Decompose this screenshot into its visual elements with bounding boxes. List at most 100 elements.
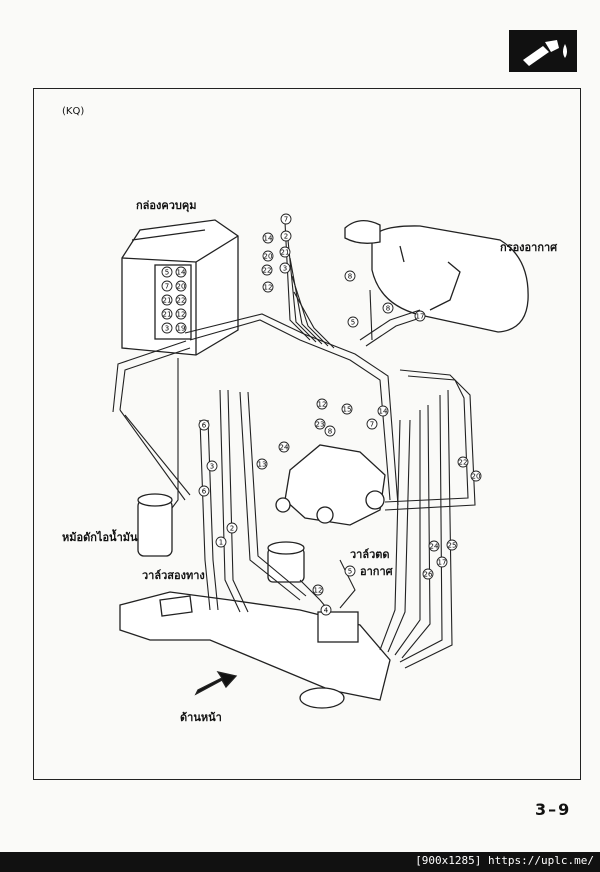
svg-text:3: 3 xyxy=(283,265,287,273)
port-8: 12 xyxy=(175,308,187,320)
hose-number-8: 8 xyxy=(344,270,356,282)
svg-text:22: 22 xyxy=(263,267,272,275)
two-way-valve-label: วาล์วสองทาง xyxy=(142,569,205,582)
svg-text:22: 22 xyxy=(177,297,186,305)
hose-number-21: 21 xyxy=(279,246,291,258)
svg-text:3: 3 xyxy=(165,325,169,333)
svg-text:25: 25 xyxy=(448,542,457,550)
hose-number-24: 24 xyxy=(278,441,290,453)
port-10: 19 xyxy=(175,322,187,334)
svg-text:14: 14 xyxy=(177,269,186,277)
fuel-pump-icon xyxy=(509,30,577,72)
svg-text:23: 23 xyxy=(316,421,325,429)
hose-number-8: 8 xyxy=(324,425,336,437)
svg-text:5: 5 xyxy=(165,269,169,277)
port-3: 7 xyxy=(161,280,173,292)
hose-number-14: 14 xyxy=(377,405,389,417)
svg-text:15: 15 xyxy=(343,406,352,414)
svg-text:6: 6 xyxy=(202,422,207,430)
svg-text:2: 2 xyxy=(284,233,288,241)
air-cleaner-drawing xyxy=(344,220,529,333)
svg-text:13: 13 xyxy=(258,461,267,469)
svg-text:8: 8 xyxy=(386,305,390,313)
svg-text:7: 7 xyxy=(370,421,374,429)
hose-number-22: 22 xyxy=(457,456,469,468)
control-box-label: กล่องควบคุม xyxy=(136,199,197,212)
svg-text:12: 12 xyxy=(314,587,323,595)
port-2: 14 xyxy=(175,266,187,278)
footer-source-text: [900x1285] https://uplc.me/ xyxy=(415,854,594,867)
svg-text:22: 22 xyxy=(459,459,468,467)
carburetor-drawing xyxy=(275,444,386,526)
hose-number-12: 12 xyxy=(316,398,328,410)
hose-number-22: 22 xyxy=(261,264,273,276)
hose-number-4: 4 xyxy=(320,604,332,616)
port-6: 22 xyxy=(175,294,187,306)
air-cut-valve-drawing xyxy=(267,541,305,583)
air-cut-valve-label-line1: วาล์วตด xyxy=(350,548,390,561)
port-1: 5 xyxy=(161,266,173,278)
hose-number-17: 17 xyxy=(436,556,448,568)
intake-manifold-drawing xyxy=(119,591,391,709)
svg-text:8: 8 xyxy=(328,428,332,436)
hose-number-15: 15 xyxy=(341,403,353,415)
fuel-system-badge xyxy=(509,30,577,72)
svg-text:20: 20 xyxy=(177,283,186,291)
hose-number-5: 5 xyxy=(347,316,359,328)
hose-number-8: 8 xyxy=(382,302,394,314)
svg-text:5: 5 xyxy=(348,568,352,576)
svg-text:20: 20 xyxy=(264,253,273,261)
control-box-ports: 5 14 7 20 21 22 21 12 3 19 xyxy=(161,266,187,334)
front-arrow-drawing xyxy=(194,671,238,696)
svg-text:1: 1 xyxy=(219,539,223,547)
page-number: 3–9 xyxy=(535,800,572,819)
footer-bar: [900x1285] https://uplc.me/ xyxy=(0,852,600,872)
svg-text:24: 24 xyxy=(430,543,439,551)
air-cleaner-label: กรองอากาศ xyxy=(500,241,558,254)
hose-number-1: 1 xyxy=(215,536,227,548)
port-5: 21 xyxy=(161,294,173,306)
svg-text:5: 5 xyxy=(351,319,355,327)
svg-text:12: 12 xyxy=(177,311,186,319)
svg-text:21: 21 xyxy=(163,297,172,305)
hose-number-3: 3 xyxy=(206,460,218,472)
hose-number-13: 13 xyxy=(256,458,268,470)
svg-text:7: 7 xyxy=(165,283,169,291)
hose-number-5: 5 xyxy=(344,565,356,577)
hose-number-7: 7 xyxy=(366,418,378,430)
svg-text:8: 8 xyxy=(348,273,352,281)
hose-number-20: 20 xyxy=(262,250,274,262)
svg-text:17: 17 xyxy=(438,559,447,567)
hose-number-26: 26 xyxy=(422,568,434,580)
hose-number-14: 14 xyxy=(262,232,274,244)
svg-text:14: 14 xyxy=(264,235,273,243)
fuel-trap-drawing xyxy=(137,493,173,557)
svg-text:26: 26 xyxy=(424,571,433,579)
front-direction-label: ด้านหน้า xyxy=(180,711,222,724)
svg-text:7: 7 xyxy=(284,216,288,224)
hose-number-25: 25 xyxy=(446,539,458,551)
hose-number-3: 3 xyxy=(279,262,291,274)
svg-text:21: 21 xyxy=(281,249,290,257)
fuel-trap-label: หม้อดักไอน้ำมัน xyxy=(62,531,138,544)
svg-text:21: 21 xyxy=(163,311,172,319)
svg-text:12: 12 xyxy=(264,284,273,292)
diagram-frame xyxy=(33,88,581,780)
port-4: 20 xyxy=(175,280,187,292)
svg-text:12: 12 xyxy=(318,401,327,409)
model-variant-code: (KQ) xyxy=(62,106,85,117)
hose-lines xyxy=(112,221,476,669)
port-7: 21 xyxy=(161,308,173,320)
svg-text:2: 2 xyxy=(230,525,234,533)
hose-number-20: 20 xyxy=(470,470,482,482)
hose-number-2: 2 xyxy=(226,522,238,534)
hose-number-23: 23 xyxy=(314,418,326,430)
hose-number-12: 12 xyxy=(262,281,274,293)
hose-number-6: 6 xyxy=(198,419,210,431)
svg-text:6: 6 xyxy=(202,488,207,496)
svg-text:14: 14 xyxy=(379,408,388,416)
svg-text:4: 4 xyxy=(324,607,329,615)
